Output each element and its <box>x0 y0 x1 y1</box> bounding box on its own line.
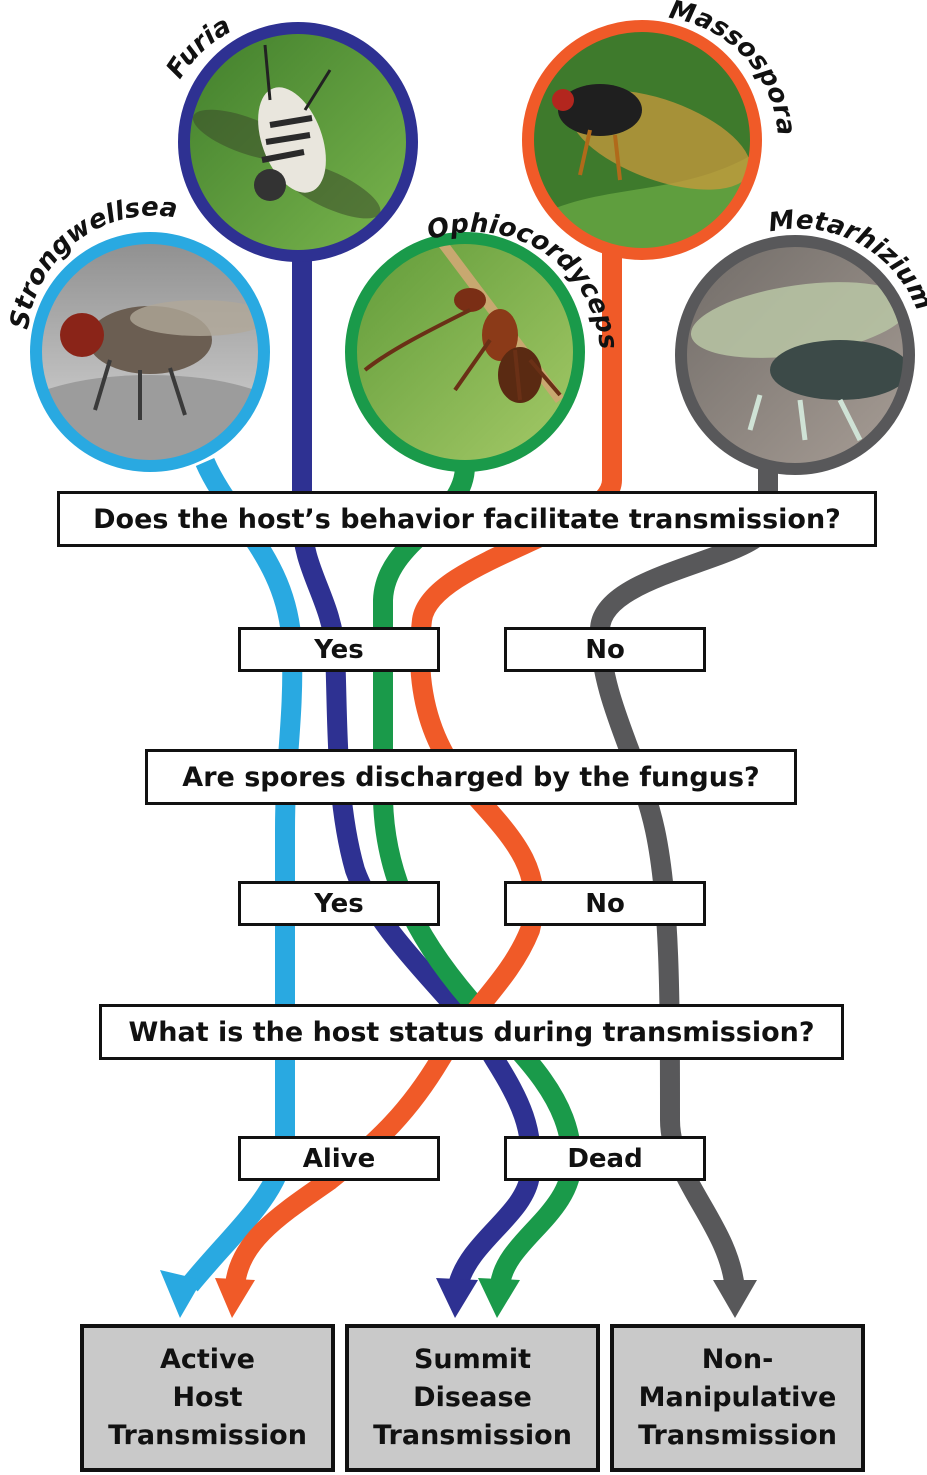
strongwellsea-photo <box>30 232 270 472</box>
answer-behavior-yes-text: Yes <box>314 634 364 665</box>
outcome-summit-line-2: Disease <box>413 1382 532 1413</box>
metarhizium-photo <box>675 235 915 475</box>
outcome-summit-disease-transmission: Summit Disease Transmission <box>345 1324 600 1472</box>
ophiocordyceps-photo <box>345 232 585 472</box>
strongwellsea-arrowhead <box>160 1270 202 1318</box>
question-behavior-text: Does the host’s behavior facilitate tran… <box>93 503 841 535</box>
answer-spores-yes-text: Yes <box>314 888 364 919</box>
answer-behavior-no: No <box>504 627 706 672</box>
cicada-photo-icon <box>690 282 909 442</box>
furia-photo <box>178 22 418 262</box>
answer-status-alive-text: Alive <box>302 1143 376 1174</box>
fly-photo-icon <box>60 300 264 420</box>
outcome-summit-line-3: Transmission <box>373 1420 572 1451</box>
answer-spores-yes: Yes <box>238 881 440 926</box>
arrowheads <box>160 1270 757 1318</box>
massospora-photo <box>522 20 762 260</box>
question-behavior: Does the host’s behavior facilitate tran… <box>57 491 877 547</box>
question-spores: Are spores discharged by the fungus? <box>145 749 797 805</box>
ant-photo-icon <box>363 288 562 403</box>
question-host-status: What is the host status during transmiss… <box>99 1004 844 1060</box>
answer-status-dead: Dead <box>504 1136 706 1181</box>
answer-status-alive: Alive <box>238 1136 440 1181</box>
outcome-non-manipulative-transmission: Non- Manipulative Transmission <box>610 1324 865 1472</box>
cicada-photo-icon <box>552 84 751 190</box>
furia-arrowhead <box>436 1278 478 1318</box>
outcome-summit-line-1: Summit <box>413 1344 532 1375</box>
question-host-status-text: What is the host status during transmiss… <box>128 1016 815 1048</box>
answer-behavior-yes: Yes <box>238 627 440 672</box>
answer-status-dead-text: Dead <box>567 1143 643 1174</box>
answer-behavior-no-text: No <box>585 634 625 665</box>
question-spores-text: Are spores discharged by the fungus? <box>182 761 760 793</box>
ophiocordyceps-arrowhead <box>478 1278 520 1318</box>
ophiocordyceps-path <box>373 465 583 1287</box>
answer-spores-no-text: No <box>585 888 625 919</box>
answer-spores-no: No <box>504 881 706 926</box>
outcome-active-line-2: Host <box>172 1382 243 1413</box>
outcome-nonmanip-line-3: Transmission <box>638 1420 837 1451</box>
outcome-nonmanip-line-2: Manipulative <box>638 1382 837 1413</box>
metarhizium-arrowhead <box>713 1280 757 1318</box>
outcome-active-line-3: Transmission <box>108 1420 307 1451</box>
outcome-active-line-1: Active <box>160 1344 255 1375</box>
outcome-nonmanip-line-1: Non- <box>701 1344 774 1375</box>
outcome-active-host-transmission: Active Host Transmission <box>80 1324 335 1472</box>
massospora-arrowhead <box>215 1278 255 1318</box>
fly-photo-icon <box>192 44 381 219</box>
